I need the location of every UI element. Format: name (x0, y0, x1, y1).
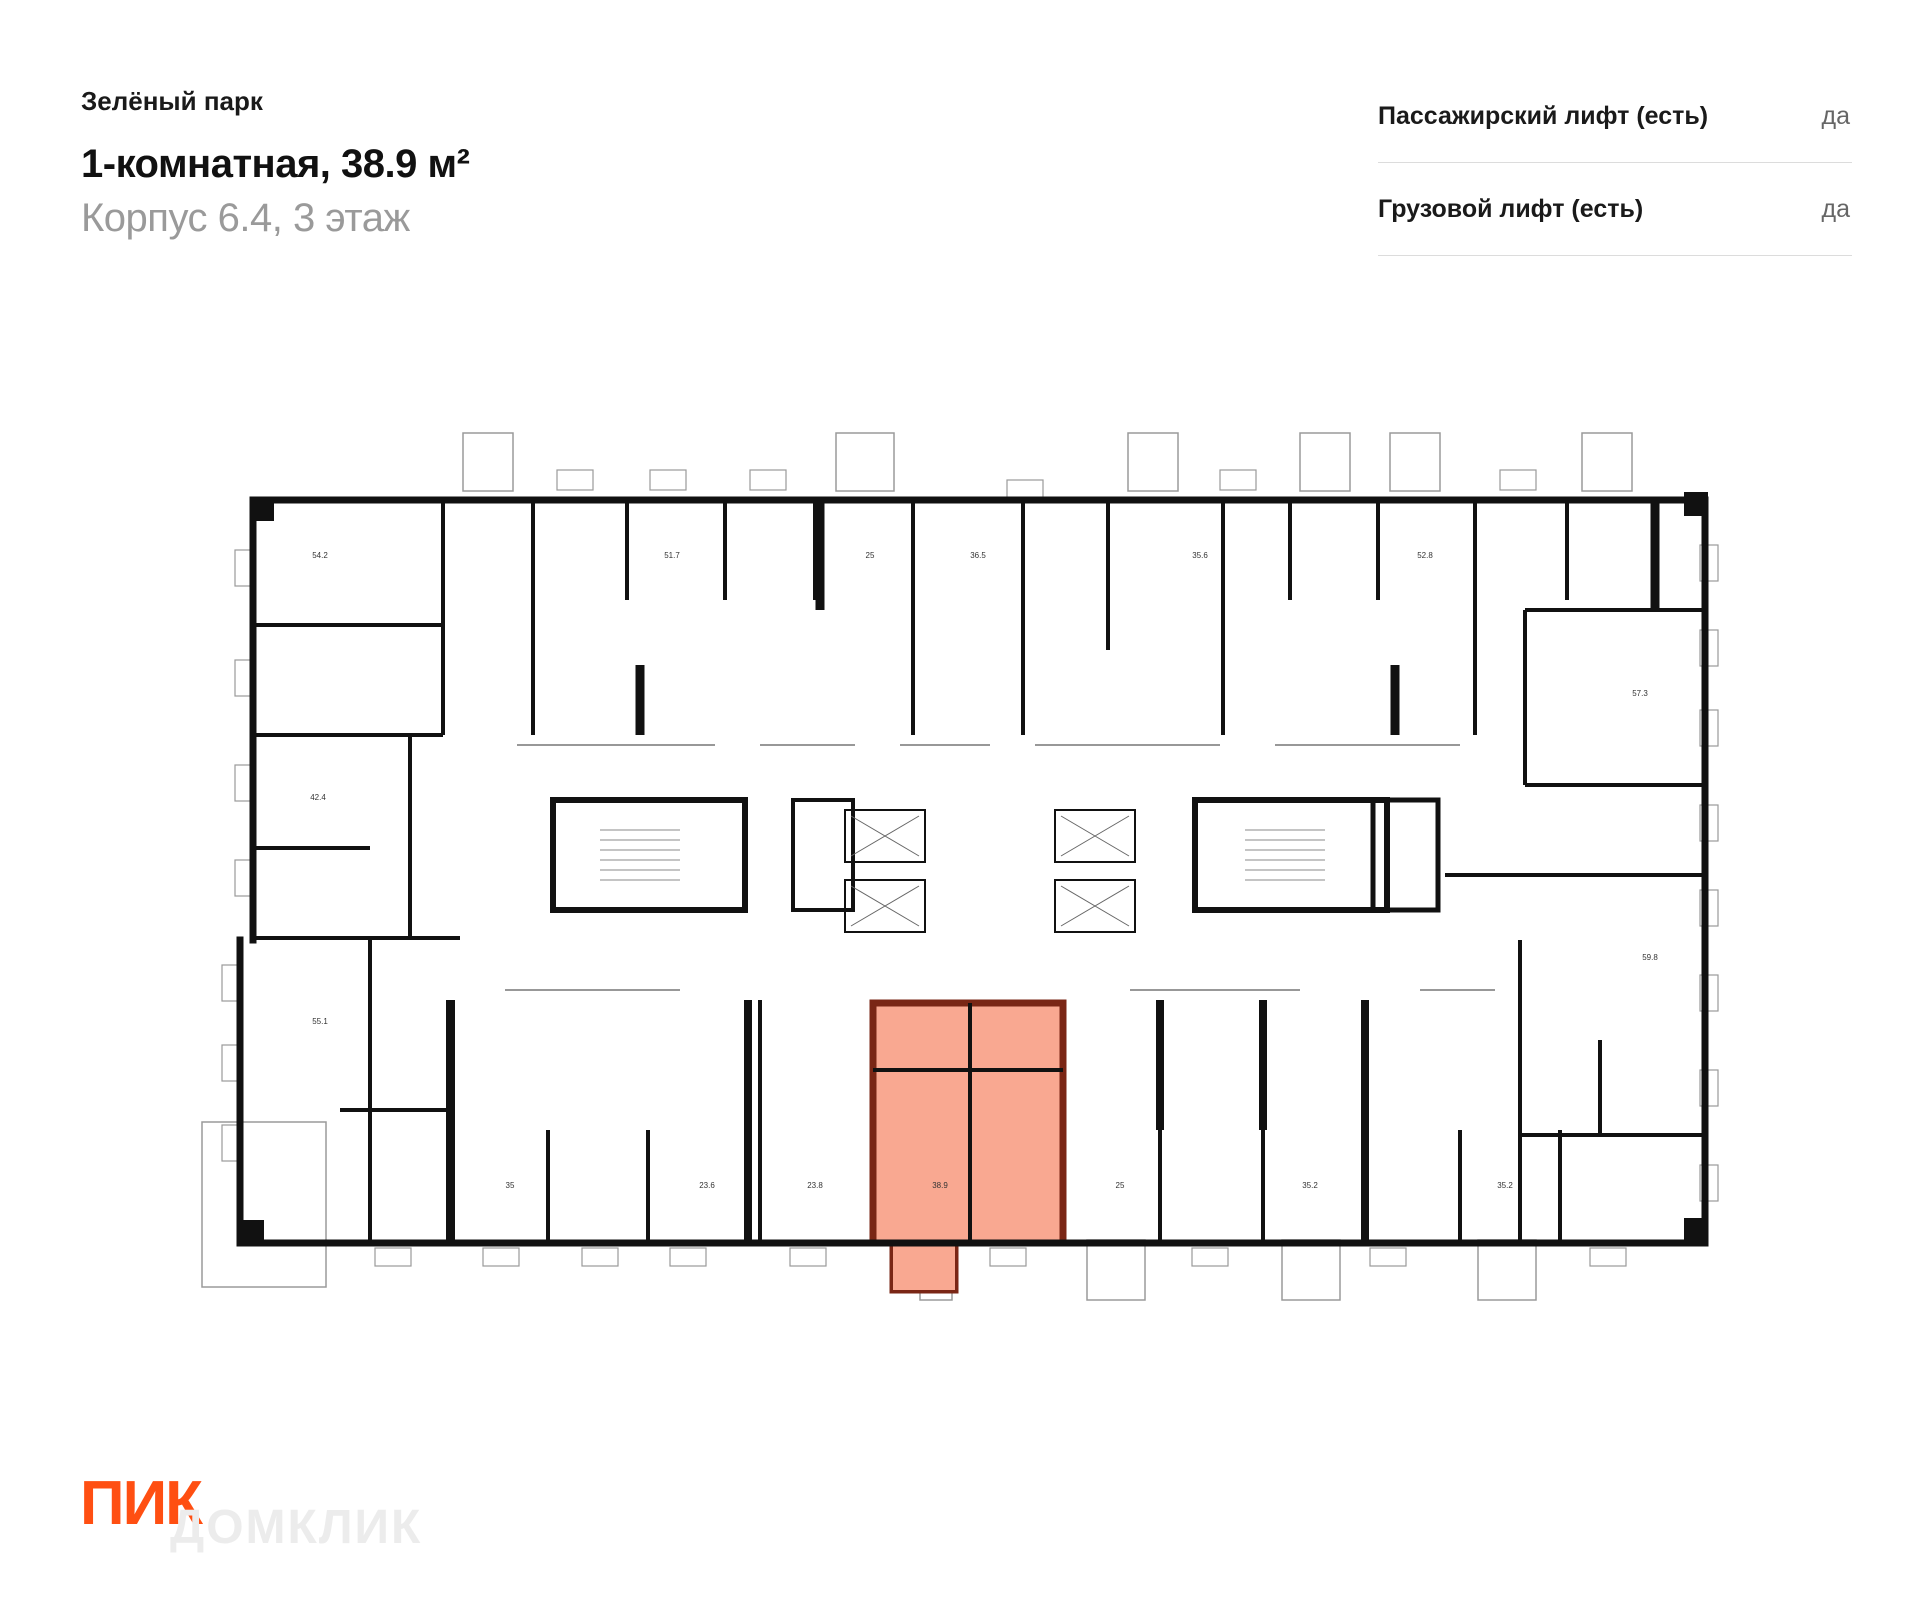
interior-walls-top-heavy (635, 500, 1660, 735)
page-title: 1-комнатная, 38.9 м² (81, 142, 470, 186)
area-label: 36.5 (970, 551, 986, 560)
area-label: 51.7 (664, 551, 680, 560)
corner-blocks (240, 492, 1708, 1246)
interior-walls-bottom-heavy (446, 1000, 1369, 1243)
pik-logo: ПИК (80, 1472, 205, 1532)
feature-value: да (1821, 101, 1851, 130)
area-label: 25 (866, 551, 875, 560)
area-label: 42.4 (310, 793, 326, 802)
feature-row-passenger-lift: Пассажирский лифт (есть) да (1378, 70, 1852, 163)
core (550, 797, 1441, 933)
area-label-highlighted: 38.9 (932, 1181, 948, 1190)
area-labels: 54.2 51.7 25 36.5 35.6 52.8 42.4 57.3 59… (310, 551, 1658, 1190)
feature-row-freight-lift: Грузовой лифт (есть) да (1378, 163, 1852, 256)
area-label: 55.1 (312, 1017, 328, 1026)
svg-text:ПИК: ПИК (80, 1472, 203, 1532)
area-label: 23.8 (807, 1181, 823, 1190)
area-label: 25 (1116, 1181, 1125, 1190)
facade-lines (505, 744, 1495, 991)
area-label: 59.8 (1642, 953, 1658, 962)
area-label: 23.6 (699, 1181, 715, 1190)
project-name: Зелёный парк (81, 86, 263, 116)
loggias (201, 432, 1633, 1301)
page-subtitle: Корпус 6.4, 3 этаж (81, 196, 410, 240)
feature-label: Пассажирский лифт (есть) (1378, 101, 1709, 130)
area-label: 35.2 (1497, 1181, 1513, 1190)
area-label: 35 (506, 1181, 515, 1190)
interior-walls-top (253, 500, 1705, 940)
watermark: ДОМКЛИК (170, 1501, 423, 1554)
area-label: 54.2 (312, 551, 328, 560)
lift-cabins (850, 815, 1130, 927)
feature-value: да (1821, 194, 1851, 223)
area-label: 57.3 (1632, 689, 1648, 698)
features-list: Пассажирский лифт (есть) да Грузовой лиф… (1378, 70, 1852, 256)
area-label: 35.6 (1192, 551, 1208, 560)
feature-label: Грузовой лифт (есть) (1378, 194, 1644, 223)
stairs (600, 829, 1325, 881)
area-label: 35.2 (1302, 1181, 1318, 1190)
area-label: 52.8 (1417, 551, 1433, 560)
